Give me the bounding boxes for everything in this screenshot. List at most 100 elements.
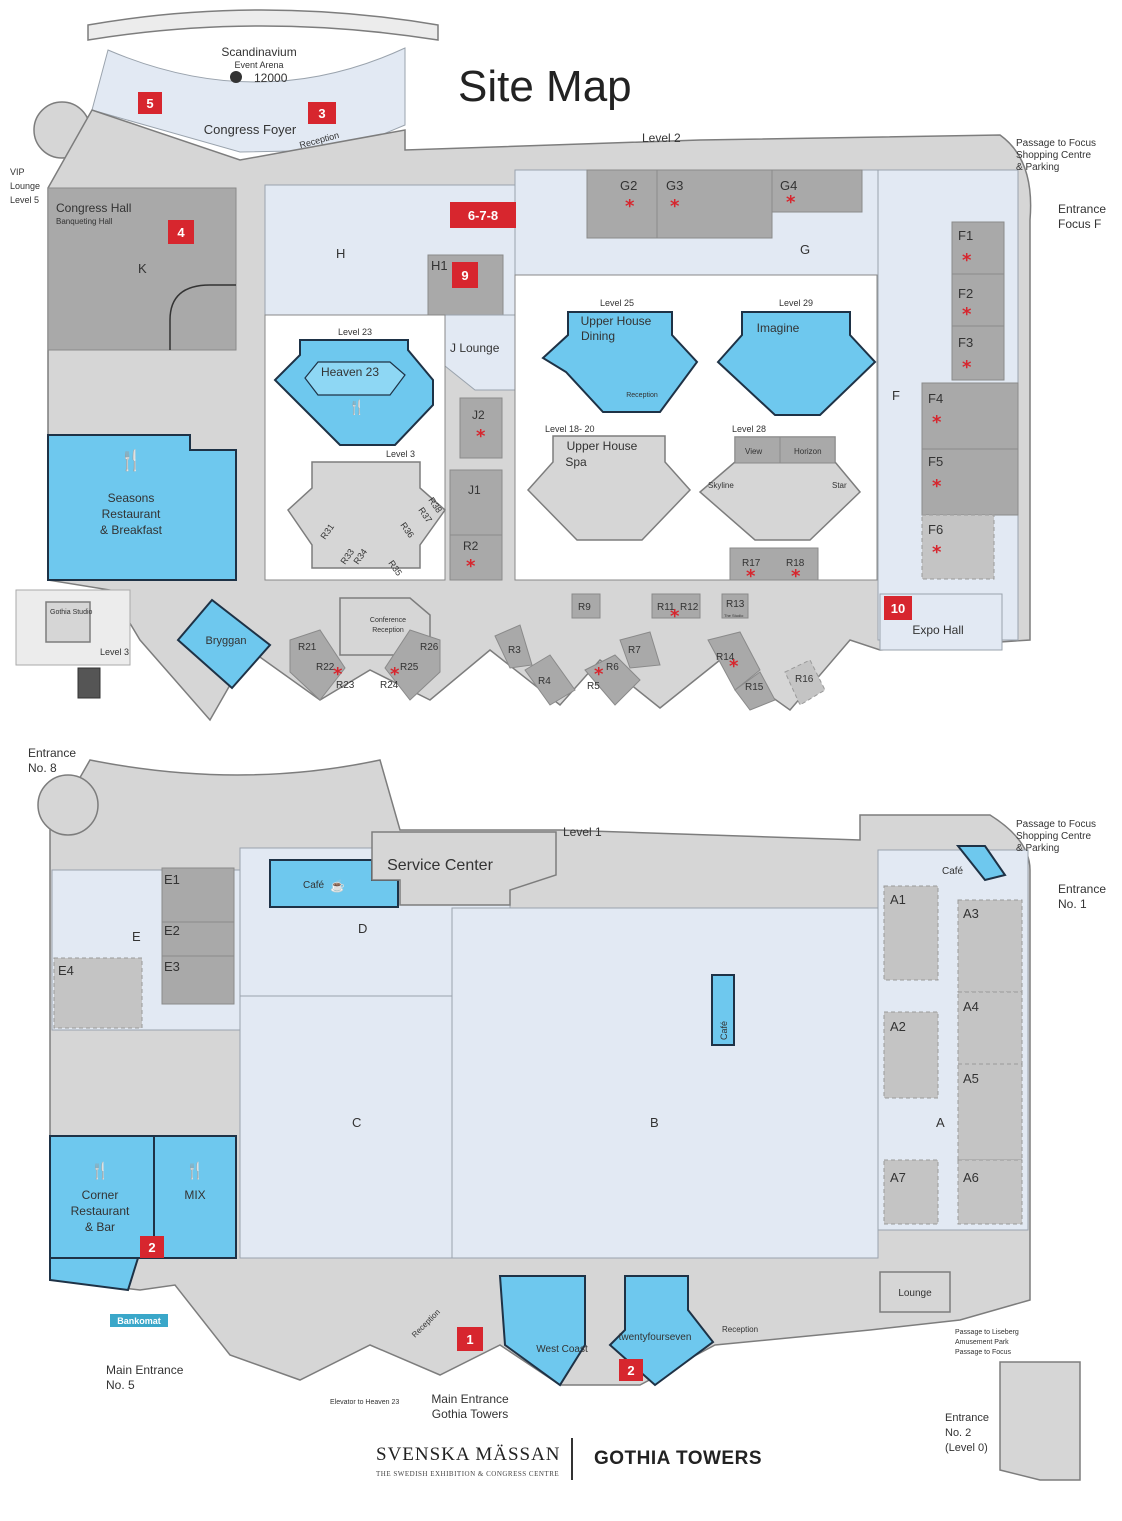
room-a5[interactable] — [957, 1063, 1023, 1161]
room-j2-label: J2 — [472, 408, 485, 422]
star-marker: * — [476, 426, 486, 447]
room-r15[interactable] — [734, 671, 776, 711]
room-r21[interactable] — [289, 629, 346, 701]
svg-text:1: 1 — [466, 1332, 473, 1347]
room-r5-label: R5 — [587, 681, 600, 692]
star-marker: * — [594, 664, 604, 685]
twentyfourseven[interactable] — [608, 1275, 715, 1387]
service-center[interactable] — [371, 831, 557, 906]
room-r9[interactable] — [571, 593, 601, 619]
fork-knife-icon: 🍴 — [119, 448, 144, 472]
room-a7[interactable] — [883, 1159, 939, 1225]
hall-c[interactable] — [239, 995, 453, 1259]
fork-knife-icon: 🍴 — [348, 399, 365, 416]
room-r11-label: R11 — [657, 602, 675, 613]
entrance8-turret[interactable] — [37, 774, 99, 836]
badge-10[interactable]: 10 — [884, 596, 912, 620]
room-a6[interactable] — [957, 1159, 1023, 1225]
gothia-studio-room[interactable] — [45, 601, 91, 643]
room-r13[interactable] — [721, 593, 749, 619]
badge-2-right[interactable]: 2 — [619, 1359, 643, 1381]
uh-spa-label-1: Upper House — [567, 439, 638, 453]
entrance8-label-1: Entrance — [28, 746, 76, 760]
room-g3[interactable] — [656, 169, 773, 239]
bankomat-label: Bankomat — [117, 1316, 161, 1326]
entrance2-building[interactable] — [999, 1361, 1081, 1481]
room-f5[interactable] — [921, 448, 1019, 516]
badge-2-left[interactable]: 2 — [140, 1236, 164, 1258]
room-horizon[interactable] — [779, 436, 836, 464]
bryggan[interactable] — [176, 598, 272, 690]
badge-3[interactable]: 3 — [308, 102, 336, 124]
room-g4[interactable] — [771, 169, 863, 213]
room-r4[interactable] — [524, 654, 576, 706]
seasons-label-2: Restaurant — [102, 507, 161, 521]
corner-restaurant[interactable] — [49, 1135, 155, 1259]
room-e3[interactable] — [161, 955, 235, 1005]
badge-1[interactable]: 1 — [457, 1327, 483, 1351]
room-g2[interactable] — [586, 169, 658, 239]
upper-house-spa[interactable] — [526, 435, 692, 541]
upper-house-dining[interactable] — [541, 311, 699, 413]
fork-knife-icon: 🍴 — [185, 1161, 205, 1180]
corner-label-2: Restaurant — [71, 1204, 130, 1218]
level18-label: Level 18- 20 — [545, 424, 595, 434]
room-r6[interactable] — [584, 654, 641, 706]
cafe-kiosk[interactable] — [711, 974, 735, 1046]
arena-capacity: 12000 — [254, 71, 288, 85]
room-f6[interactable] — [921, 514, 995, 580]
room-j1[interactable] — [449, 469, 503, 536]
svg-text:2: 2 — [148, 1240, 155, 1255]
hall-k-arc — [169, 284, 236, 350]
room-r26[interactable] — [384, 629, 441, 701]
badge-6-7-8[interactable]: 6-7-8 — [450, 202, 516, 228]
room-r3[interactable] — [494, 624, 533, 669]
badge-5[interactable]: 5 — [138, 92, 162, 114]
room-f1[interactable] — [951, 221, 1005, 275]
room-r13-label: R13 — [726, 599, 745, 610]
room-r12-label: R12 — [680, 602, 699, 613]
lounge[interactable] — [879, 1271, 951, 1313]
room-r11-r12[interactable] — [651, 593, 701, 619]
congress-foyer-area[interactable] — [91, 47, 406, 153]
passage-liseberg-2: Amusement Park — [955, 1339, 1009, 1346]
cafe-a[interactable] — [955, 845, 1007, 882]
west-coast-label: West Coast — [536, 1344, 588, 1355]
room-view[interactable] — [734, 436, 781, 464]
arena-shape[interactable] — [87, 9, 439, 41]
corner-label-1: Corner — [82, 1188, 119, 1202]
room-j2[interactable] — [459, 397, 503, 459]
level3-block[interactable] — [287, 461, 447, 569]
mix-restaurant[interactable] — [153, 1135, 237, 1259]
seasons-restaurant[interactable] — [47, 434, 237, 581]
room-a2[interactable] — [883, 1011, 939, 1099]
heaven23-label: Heaven 23 — [321, 365, 379, 379]
svg-text:9: 9 — [461, 268, 468, 283]
room-r2[interactable] — [449, 534, 503, 581]
room-e4[interactable] — [53, 957, 143, 1029]
arena-sub: Event Arena — [234, 60, 283, 70]
west-coast[interactable] — [498, 1275, 586, 1387]
room-f3[interactable] — [951, 325, 1005, 381]
imagine[interactable] — [716, 311, 877, 416]
badge-9[interactable]: 9 — [452, 262, 478, 288]
room-a4[interactable] — [957, 991, 1023, 1065]
room-r14[interactable] — [707, 631, 761, 691]
room-e2[interactable] — [161, 921, 235, 957]
svg-text:10: 10 — [891, 601, 905, 616]
rooms-r17-r18[interactable] — [729, 547, 819, 581]
congress-hall[interactable] — [47, 187, 237, 351]
fork-knife-icon: 🍴 — [90, 1161, 110, 1180]
room-a1[interactable] — [883, 885, 939, 981]
expo-hall-label: Expo Hall — [912, 623, 963, 637]
badge-4[interactable]: 4 — [168, 220, 194, 244]
room-a1-label: A1 — [890, 892, 906, 907]
room-a3[interactable] — [957, 899, 1023, 993]
room-r16[interactable] — [784, 659, 826, 706]
room-f4[interactable] — [921, 382, 1019, 450]
room-r7[interactable] — [619, 631, 661, 669]
hall-b[interactable] — [451, 907, 879, 1259]
passage-top-1: Passage to Focus — [1016, 138, 1096, 149]
banqueting-hall-label: Banqueting Hall — [56, 217, 113, 226]
